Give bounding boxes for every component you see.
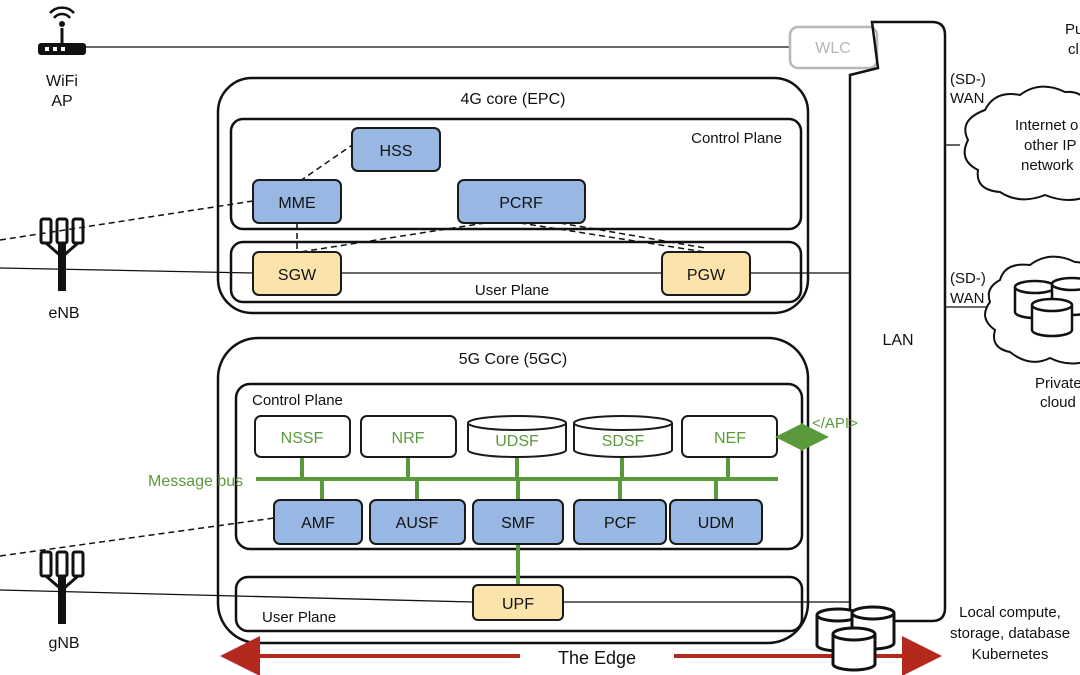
core4g-frame [216, 76, 810, 315]
udm-box [669, 499, 763, 545]
gnb-label: gNB [48, 635, 79, 652]
pgw-box [661, 251, 751, 296]
nssf-box [254, 415, 351, 458]
core5g-frame [216, 336, 810, 645]
pcrf-pgw-link [519, 222, 706, 253]
nef-label: NEF [714, 430, 746, 447]
udsf-database-icon [467, 415, 567, 458]
local-compute-line-1: Local compute, [959, 604, 1061, 621]
gnb-tower-icon [39, 550, 85, 624]
enb-mme-link [0, 200, 254, 241]
hss-box [351, 127, 441, 172]
internet-line-3: network [1021, 157, 1074, 174]
internet-line-1: Internet o [1015, 117, 1078, 134]
public-cloud-line-1: Pu [1065, 21, 1080, 38]
sdsf-label: SDSF [602, 433, 645, 450]
core4g-control-plane [229, 117, 803, 231]
nssf-label: NSSF [281, 430, 324, 447]
lan-label: LAN [882, 332, 913, 349]
gnb-amf-link [0, 517, 275, 557]
edge-label: The Edge [558, 648, 636, 668]
private-cloud-line-2: cloud [1040, 394, 1076, 411]
wlc-label: WLC [815, 40, 851, 57]
enb-sgw-link [0, 267, 254, 274]
message-bus-label: Message bus [148, 473, 243, 490]
mme-box [252, 179, 342, 224]
core4g-user-plane-label: User Plane [475, 282, 549, 299]
local-database-icon [815, 605, 896, 672]
wlc-box [788, 25, 879, 70]
udm-label: UDM [698, 515, 734, 532]
sdsf-database-icon [573, 415, 673, 458]
lan-frame [848, 20, 947, 623]
wifi-ap-label-2: AP [51, 93, 72, 110]
local-compute-line-2: storage, database [950, 625, 1070, 642]
gnb-upf-link [0, 589, 474, 603]
api-label: </API> [812, 415, 858, 432]
public-cloud-line-2: cl [1068, 41, 1079, 58]
wifi-ap-icon [38, 6, 86, 55]
pgw-label: PGW [687, 267, 726, 284]
core5g-user-plane-label: User Plane [262, 609, 336, 626]
wifi-ap-label-1: WiFi [46, 73, 78, 90]
core4g-title: 4G core (EPC) [461, 91, 566, 108]
pcrf-box [457, 179, 586, 224]
ausf-box [369, 499, 466, 545]
core4g-control-plane-label: Control Plane [691, 130, 782, 147]
nrf-box [360, 415, 457, 458]
nrf-label: NRF [392, 430, 425, 447]
pcf-box [573, 499, 667, 545]
pcrf-label: PCRF [499, 195, 543, 212]
wan-bottom-line-1: (SD-) [950, 270, 986, 287]
enb-label: eNB [48, 305, 79, 322]
wan-top-line-2: WAN [950, 90, 984, 107]
mme-hss-link [299, 140, 359, 182]
smf-box [472, 499, 564, 545]
core5g-control-plane-label: Control Plane [252, 392, 343, 409]
smf-label: SMF [501, 515, 535, 532]
private-cloud-line-1: Private [1035, 375, 1080, 392]
ausf-label: AUSF [396, 515, 439, 532]
amf-label: AMF [301, 515, 335, 532]
udsf-label: UDSF [495, 433, 539, 450]
enb-tower-icon [39, 217, 85, 291]
amf-box [273, 499, 363, 545]
internet-line-2: other IP [1024, 137, 1077, 154]
upf-label: UPF [502, 596, 534, 613]
pcrf-sgw-link [299, 222, 486, 253]
local-compute-line-3: Kubernetes [972, 646, 1049, 663]
internet-cloud-icon [963, 85, 1080, 201]
mme-label: MME [278, 195, 315, 212]
core5g-title: 5G Core (5GC) [459, 351, 567, 368]
upf-box [472, 584, 564, 621]
sgw-label: SGW [278, 267, 317, 284]
pcrf-pgw-link-2 [559, 222, 706, 249]
sgw-box [252, 251, 342, 296]
private-cloud-database-icon [1013, 276, 1080, 338]
hss-label: HSS [380, 143, 413, 160]
pcf-label: PCF [604, 515, 636, 532]
wan-bottom-line-2: WAN [950, 290, 984, 307]
wan-top-line-1: (SD-) [950, 71, 986, 88]
